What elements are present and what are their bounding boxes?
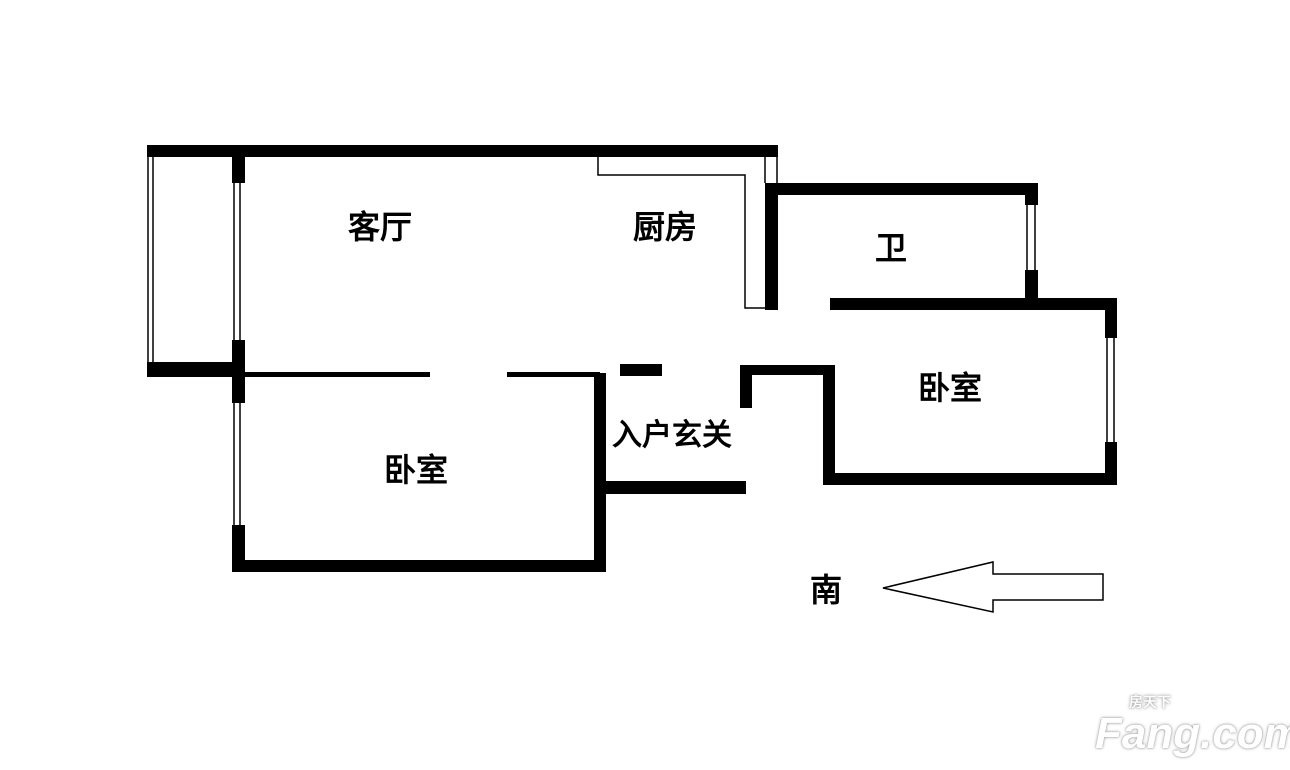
compass-label: 南 (810, 571, 843, 609)
wall-bedroom-right (594, 373, 606, 572)
south-arrow-icon (882, 561, 1104, 613)
wall-bedroom2-right-bottom (1105, 442, 1117, 485)
wall-living-left-bottom (232, 340, 245, 377)
watermark-brand: Fang.com (1095, 709, 1290, 758)
door-frame (620, 364, 662, 376)
wall-bedroom2-top (830, 298, 1117, 310)
wall-bath-right-top (1025, 183, 1038, 205)
watermark-logo: 房天下 Fang.com (1095, 694, 1290, 758)
wall-bedroom-left-top (232, 377, 245, 403)
wall-entry-right (740, 365, 752, 408)
wall-divider-right (507, 372, 600, 377)
room-label-bathroom: 卫 (875, 229, 908, 267)
wall-entry-bottom (606, 481, 746, 494)
room-label-living: 客厅 (348, 208, 413, 246)
wall-bedroom2-bottom (823, 473, 1117, 485)
wall-bath-right-bottom (1025, 270, 1038, 300)
wall-top (147, 145, 778, 157)
wall-bedroom-bottom (232, 560, 606, 572)
room-label-kitchen: 厨房 (633, 208, 698, 246)
watermark-chinese: 房天下 (1129, 694, 1171, 710)
wall-bath-left (765, 183, 778, 310)
room-label-bedroom-east: 卧室 (918, 369, 983, 407)
wall-divider-left (245, 372, 430, 377)
wall-balcony-bottom (147, 362, 245, 377)
windows (147, 157, 1115, 525)
room-label-bedroom-west: 卧室 (384, 451, 449, 489)
wall-living-left-top (232, 157, 245, 183)
room-label-entrance: 入户玄关 (612, 418, 732, 453)
kitchen-counter (597, 157, 765, 309)
wall-entry-top (740, 365, 835, 375)
wall-bedroom2-left (823, 365, 835, 485)
walls (147, 145, 1117, 572)
wall-bath-top (765, 183, 1038, 195)
